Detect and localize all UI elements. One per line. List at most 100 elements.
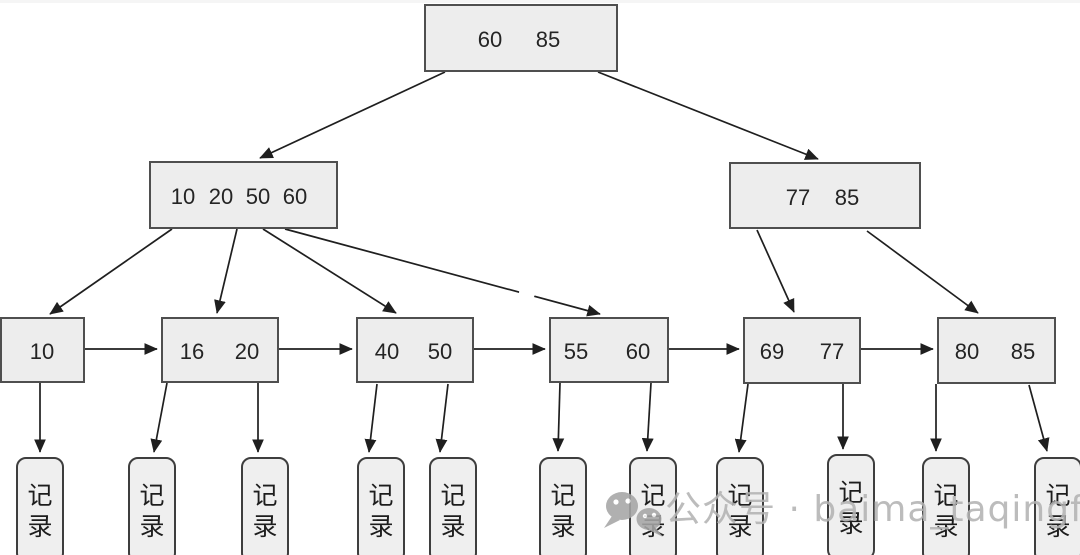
node-root-key: 85 — [536, 27, 560, 52]
record-label: 录 — [139, 512, 164, 541]
edge-root-to-internal-left — [259, 71, 446, 159]
node-root: 60 85 — [424, 4, 618, 72]
record-box-6: 记 录 — [539, 457, 587, 555]
record-rect — [357, 457, 405, 555]
edge-internal-left-to-leaf-55-60 — [284, 228, 601, 317]
record-box-5: 记 录 — [429, 457, 477, 555]
edge-gap-artifact — [519, 285, 535, 301]
internal-key: 60 — [283, 184, 307, 209]
record-rect — [1034, 457, 1080, 555]
leaf-box — [356, 317, 474, 383]
leaf-key: 80 — [955, 339, 979, 364]
watermark-text: 公众号 · baima_taqingfeng — [665, 489, 1080, 530]
record-box-11: 记 录 — [1034, 457, 1080, 555]
edge-internal-left-to-leaf-16-20 — [214, 228, 238, 314]
record-label: 记 — [838, 478, 863, 507]
wechat-icon — [604, 492, 663, 537]
leaf-key: 85 — [1011, 339, 1035, 364]
wechat-eye — [642, 513, 648, 519]
leaf-node-80-85: 80 85 — [937, 317, 1056, 384]
record-label: 录 — [550, 512, 575, 541]
record-label: 记 — [368, 481, 393, 510]
record-box-9: 记 录 — [827, 454, 875, 555]
node-root-box — [424, 4, 618, 72]
record-label: 录 — [252, 512, 277, 541]
edge-internal-right-to-leaf-69-77 — [756, 229, 795, 313]
record-rect — [128, 457, 176, 555]
edge-internal-right-to-leaf-80-85 — [866, 230, 979, 314]
leaf-key: 60 — [626, 339, 650, 364]
wechat-eye — [651, 512, 657, 518]
record-rect — [429, 457, 477, 555]
leaf-box — [937, 317, 1056, 384]
internal-key: 50 — [246, 184, 270, 209]
wechat-bubble-large-tail — [604, 516, 620, 528]
leaf-key: 40 — [375, 339, 399, 364]
record-label: 记 — [640, 481, 665, 510]
record-label: 录 — [838, 509, 863, 538]
internal-key: 85 — [835, 185, 859, 210]
record-box-2: 记 录 — [128, 457, 176, 555]
node-internal-right-box — [729, 162, 921, 229]
node-internal-left-box — [149, 161, 338, 229]
wechat-eye — [625, 498, 631, 504]
leaf-key: 55 — [564, 339, 588, 364]
record-label: 记 — [440, 481, 465, 510]
wechat-eye — [613, 499, 619, 505]
record-label: 记 — [252, 481, 277, 510]
leaf-box — [161, 317, 279, 383]
leaf-key: 50 — [428, 339, 452, 364]
record-label: 录 — [933, 512, 958, 541]
record-rect — [539, 457, 587, 555]
internal-key: 77 — [786, 185, 810, 210]
record-label: 记 — [933, 481, 958, 510]
leaf-node-40-50: 40 50 — [356, 317, 474, 383]
leaf-key: 77 — [820, 339, 844, 364]
record-box-4: 记 录 — [357, 457, 405, 555]
record-rect — [716, 457, 764, 555]
node-internal-right: 77 85 — [729, 162, 921, 229]
record-box-1: 记 录 — [16, 457, 64, 555]
edge-root-to-internal-right — [597, 71, 819, 160]
record-edge-6 — [552, 382, 565, 452]
record-edge-2 — [150, 382, 168, 453]
record-rect — [16, 457, 64, 555]
leaf-box — [0, 317, 85, 383]
leaf-node-16-20: 16 20 — [161, 317, 279, 383]
record-box-10: 记 录 — [922, 457, 970, 555]
wechat-bubble-large — [606, 492, 638, 520]
record-edge-11 — [1028, 384, 1050, 452]
edge-internal-left-to-leaf-40-50 — [262, 228, 397, 314]
record-rect — [922, 457, 970, 555]
top-edge-artifact — [0, 0, 1080, 3]
record-label: 录 — [727, 512, 752, 541]
record-label: 录 — [27, 512, 52, 541]
leaf-key: 16 — [180, 339, 204, 364]
record-rect — [827, 454, 875, 555]
record-edge-8 — [734, 383, 749, 453]
record-label: 录 — [1045, 512, 1070, 541]
record-label: 记 — [1045, 481, 1070, 510]
record-label: 记 — [550, 481, 575, 510]
record-edge-5 — [435, 383, 449, 453]
record-box-8: 记 录 — [716, 457, 764, 555]
node-root-key: 60 — [478, 27, 502, 52]
watermark: 公众号 · baima_taqingfeng — [604, 489, 1080, 537]
edge-internal-left-to-leaf-10 — [49, 228, 173, 315]
leaf-node-55-60: 55 60 — [549, 317, 669, 383]
leaf-node-10: 10 — [0, 317, 85, 383]
leaf-key: 69 — [760, 339, 784, 364]
record-label: 录 — [368, 512, 393, 541]
record-label: 记 — [727, 481, 752, 510]
internal-key: 10 — [171, 184, 195, 209]
internal-key: 20 — [209, 184, 233, 209]
record-label: 记 — [139, 481, 164, 510]
leaf-key: 20 — [235, 339, 259, 364]
leaf-box — [743, 317, 861, 384]
record-rect — [241, 457, 289, 555]
node-internal-left: 10 20 50 60 — [149, 161, 338, 229]
leaf-key: 10 — [30, 339, 54, 364]
record-edge-7 — [641, 382, 654, 452]
leaf-node-69-77: 69 77 — [743, 317, 861, 384]
